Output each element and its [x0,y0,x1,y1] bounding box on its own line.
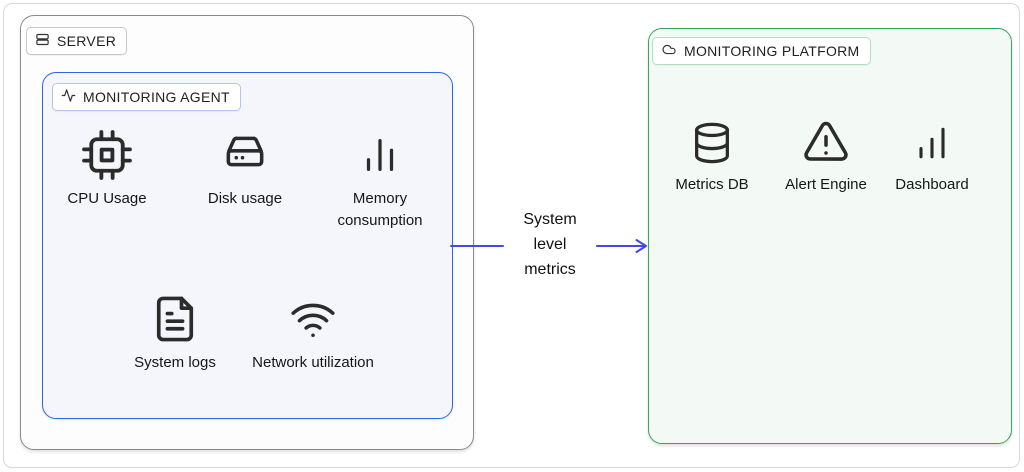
node-label: CPU Usage [67,190,147,207]
cloud-icon [661,42,677,60]
server-stack-icon [35,32,50,50]
node-cpu-usage: CPU Usage [42,128,172,210]
monitoring-agent-group-label: MONITORING AGENT [52,83,241,111]
bar-chart-icon [357,128,403,182]
node-label: Alert Engine [785,176,867,193]
node-system-logs: System logs [110,292,240,374]
server-group-label-text: SERVER [57,33,117,49]
node-label: Dashboard [895,176,969,193]
activity-pulse-icon [61,88,76,106]
edge-label-system-level-metrics: System level metrics [523,211,577,278]
bar-chart-icon [910,118,954,168]
node-label: Metrics DB [675,176,749,193]
database-icon [689,118,735,168]
monitoring-platform-group-label: MONITORING PLATFORM [652,37,871,65]
file-text-icon [149,292,201,346]
node-disk-usage: Disk usage [180,128,310,210]
monitoring-agent-label-text: MONITORING AGENT [83,89,230,105]
node-alert-engine: Alert Engine [761,118,891,196]
node-label: System logs [134,354,216,371]
monitoring-agent-group-box [42,72,453,419]
monitoring-platform-label-text: MONITORING PLATFORM [684,43,860,59]
node-label: Memory consumption [337,190,423,229]
server-group-label: SERVER [26,27,128,55]
wifi-icon [288,292,338,346]
monitoring-platform-group-box [648,28,1012,444]
node-dashboard: Dashboard [867,118,997,196]
node-label: Disk usage [207,190,283,207]
alert-triangle-icon [801,118,851,168]
cpu-icon [80,128,134,182]
node-memory-consumption: Memory consumption [315,128,445,232]
node-metrics-db: Metrics DB [647,118,777,196]
node-label: Network utilization [252,354,374,371]
hard-drive-icon [220,128,270,182]
node-network-utilization: Network utilization [248,292,378,374]
